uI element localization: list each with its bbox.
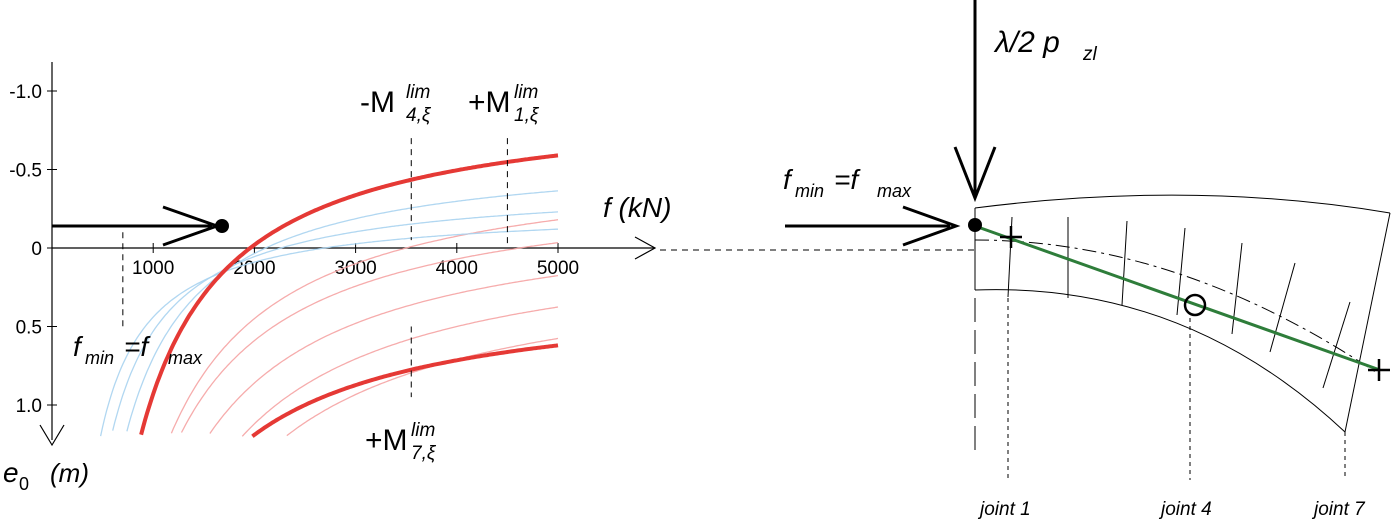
limit-label-sup: lim <box>411 420 435 441</box>
series-line-bold <box>139 153 559 436</box>
limit-label-sub: 7,ξ <box>411 443 437 464</box>
r-fmin-eq-f: =f <box>834 164 861 195</box>
x-axis-arrow <box>634 236 657 260</box>
fmin-f: f <box>73 331 84 362</box>
y-tick-label: -1.0 <box>9 82 42 103</box>
arch-extrados <box>974 194 1391 214</box>
fmin-fmax-label-left: f min =f max <box>73 331 203 368</box>
joint7-label: joint 7 <box>1311 499 1366 520</box>
arch-joint-line <box>1121 220 1128 306</box>
r-fmin-f: f <box>783 164 794 195</box>
y-tick-label: -0.5 <box>9 161 42 182</box>
arch-centerline <box>974 239 1381 376</box>
y-tick-label: 1.0 <box>16 396 42 417</box>
arch-right-edge <box>1344 212 1391 433</box>
limit-label-main: -M <box>360 86 395 119</box>
x-tick-label: 5000 <box>537 258 579 279</box>
limit-label-sup: lim <box>406 82 430 103</box>
limit-label-main: +M <box>468 86 511 119</box>
series-line <box>99 228 558 437</box>
chart-ticks: 1000 2000 3000 4000 5000 -1.0 -0.5 0 0.5 1.0 <box>9 82 579 417</box>
load-arrow-head <box>953 146 997 203</box>
fmin-fmax-label-right: f min =f max <box>783 164 912 201</box>
series-line <box>209 274 559 434</box>
r-fmin-sub: min <box>795 181 824 201</box>
joint1-label: joint 1 <box>977 499 1031 520</box>
load-label-sub: zl <box>1082 44 1098 65</box>
thrust-point <box>968 218 982 232</box>
series-line <box>112 211 559 431</box>
limit-label-sub: 4,ξ <box>406 105 432 126</box>
x-tick-label: 4000 <box>436 258 478 279</box>
arch-diagram: λ/2 p zl f min =f max <box>783 0 1391 520</box>
arch-joint-line <box>1176 227 1186 316</box>
arch-joint-line <box>1269 262 1296 353</box>
y-axis-label-unit: (m) <box>50 458 89 488</box>
y-tick-label: 0.5 <box>16 318 42 339</box>
y-axis-label-main: e <box>3 457 19 488</box>
x-tick-label: 1000 <box>132 258 174 279</box>
arch-joints <box>1007 216 1351 389</box>
fmax-sub: max <box>168 348 203 368</box>
joint4-label: joint 4 <box>1158 499 1212 520</box>
x-tick-label: 2000 <box>233 258 275 279</box>
limit-label-sub: 1,ξ <box>514 105 540 126</box>
series-line <box>126 190 559 432</box>
x-axis-label: f (kN) <box>603 192 671 223</box>
chart-curves <box>99 153 559 438</box>
chart-axes <box>39 62 657 447</box>
thrust-arrow-head <box>902 205 961 247</box>
r-fmax-sub: max <box>877 181 912 201</box>
intersection-point <box>215 219 229 233</box>
fmin-eq-f: =f <box>124 331 151 362</box>
plus-marker-joint7 <box>1368 359 1390 381</box>
series-line-bold <box>251 343 559 438</box>
limit-label-sup: lim <box>514 82 538 103</box>
series-line <box>180 242 559 433</box>
y-axis-label-sub: 0 <box>19 474 29 494</box>
fmin-sub: min <box>85 348 114 368</box>
thrust-line <box>974 224 1381 372</box>
limit-label-main: +M <box>365 424 408 457</box>
load-label-main: λ/2 p <box>993 26 1060 59</box>
arch-intrados <box>974 289 1346 433</box>
circle-marker-joint4 <box>1183 293 1207 317</box>
y-axis-label: e 0 (m) <box>3 457 89 494</box>
plus-marker-joint1 <box>1000 226 1022 248</box>
arch-joint-line <box>1322 301 1351 389</box>
y-axis-arrow <box>39 424 65 447</box>
series-line <box>241 306 559 437</box>
x-tick-label: 3000 <box>334 258 376 279</box>
y-tick-label: 0 <box>31 239 42 260</box>
load-label: λ/2 p zl <box>993 26 1098 65</box>
series-line <box>170 219 559 434</box>
intersection-group <box>52 205 229 247</box>
